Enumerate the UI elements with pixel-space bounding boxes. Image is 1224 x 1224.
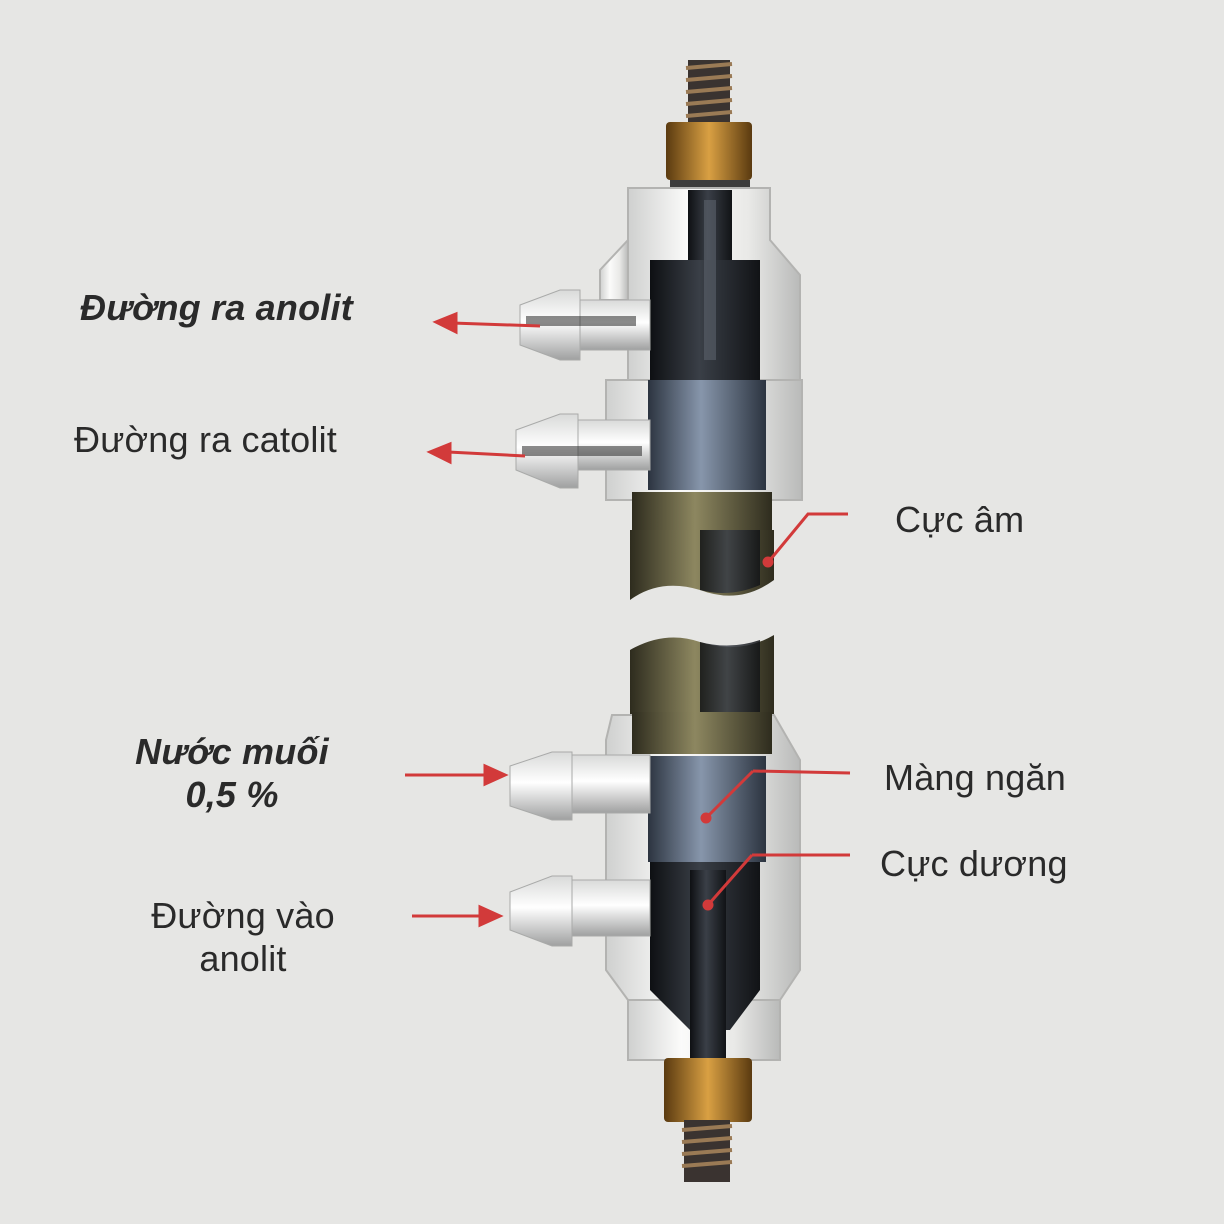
label-cathode: Cực âm: [895, 499, 1025, 540]
top-threaded-rod: [685, 60, 733, 130]
label-anolyte-outlet: Đường ra anolit: [80, 287, 353, 328]
label-anolyte-inlet-line1: Đường vào: [151, 895, 335, 936]
label-anolyte-inlet-line2: anolit: [199, 938, 287, 980]
lower-membrane-section: [648, 756, 766, 862]
label-brine-line1: Nước muối: [135, 731, 329, 772]
upper-membrane-section: [648, 380, 766, 490]
upper-housing: [515, 60, 803, 600]
label-brine: Nước muối 0,5 %: [106, 730, 358, 816]
label-brine-line2: 0,5 %: [185, 774, 279, 816]
anolyte-inlet-nozzle: [509, 875, 651, 947]
label-membrane: Màng ngăn: [884, 757, 1066, 798]
top-nut: [666, 122, 752, 180]
label-anode: Cực dương: [880, 843, 1068, 884]
bottom-nut: [664, 1058, 752, 1122]
lower-housing: [509, 635, 801, 1182]
label-anolyte-inlet: Đường vào anolit: [118, 894, 368, 980]
annotation-arrows: [405, 311, 851, 928]
catholyte-outlet-nozzle: [515, 413, 651, 489]
brine-inlet-nozzle: [509, 751, 651, 821]
anolyte-outlet-nozzle: [519, 289, 651, 361]
bottom-threaded-rod: [681, 1120, 733, 1182]
label-catholyte-outlet: Đường ra catolit: [74, 419, 338, 460]
